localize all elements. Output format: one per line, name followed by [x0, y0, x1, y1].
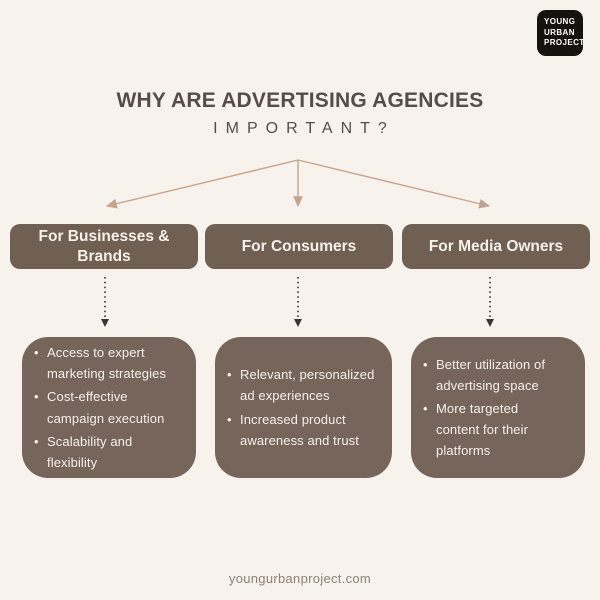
list-item: More targeted content for their platform…	[423, 398, 554, 461]
header-box-businesses: For Businesses & Brands	[10, 224, 198, 269]
website-url: youngurbanproject.com	[228, 571, 372, 586]
benefits-list-consumers: Relevant, personalized ad experiences In…	[215, 362, 392, 452]
arrow-to-media-owners	[297, 159, 491, 209]
benefits-list-media-owners: Better utilization of advertising space …	[411, 352, 585, 463]
benefits-panel-businesses: Access to expert marketing strategies Co…	[22, 337, 196, 478]
header-box-consumers: For Consumers	[205, 224, 393, 269]
benefits-list-businesses: Access to expert marketing strategies Co…	[22, 340, 196, 474]
benefits-panel-media-owners: Better utilization of advertising space …	[411, 337, 585, 478]
list-item: Better utilization of advertising space	[423, 354, 554, 396]
list-item: Increased product awareness and trust	[227, 409, 380, 451]
list-item: Scalability and flexibility	[34, 431, 175, 473]
list-item: Access to expert marketing strategies	[34, 342, 175, 384]
dotted-arrow-consumers	[294, 277, 302, 327]
list-item: Cost-effective campaign execution	[34, 386, 175, 428]
fan-arrows	[105, 159, 491, 209]
header-box-media-owners: For Media Owners	[402, 224, 590, 269]
logo-line-2: URBAN	[544, 27, 575, 37]
dotted-arrow-media-owners	[486, 277, 494, 327]
page-title: WHY ARE ADVERTISING AGENCIES	[116, 89, 484, 112]
page-subtitle: IMPORTANT?	[213, 120, 395, 137]
logo-line-3: PROJECT	[544, 38, 585, 48]
dotted-arrow-businesses	[101, 277, 109, 327]
logo-line-1: YOUNG	[544, 17, 576, 27]
benefits-panel-consumers: Relevant, personalized ad experiences In…	[215, 337, 392, 478]
list-item: Relevant, personalized ad experiences	[227, 364, 380, 406]
arrow-to-businesses	[105, 159, 299, 209]
young-urban-project-logo: YOUNG URBAN PROJECT	[537, 10, 585, 56]
